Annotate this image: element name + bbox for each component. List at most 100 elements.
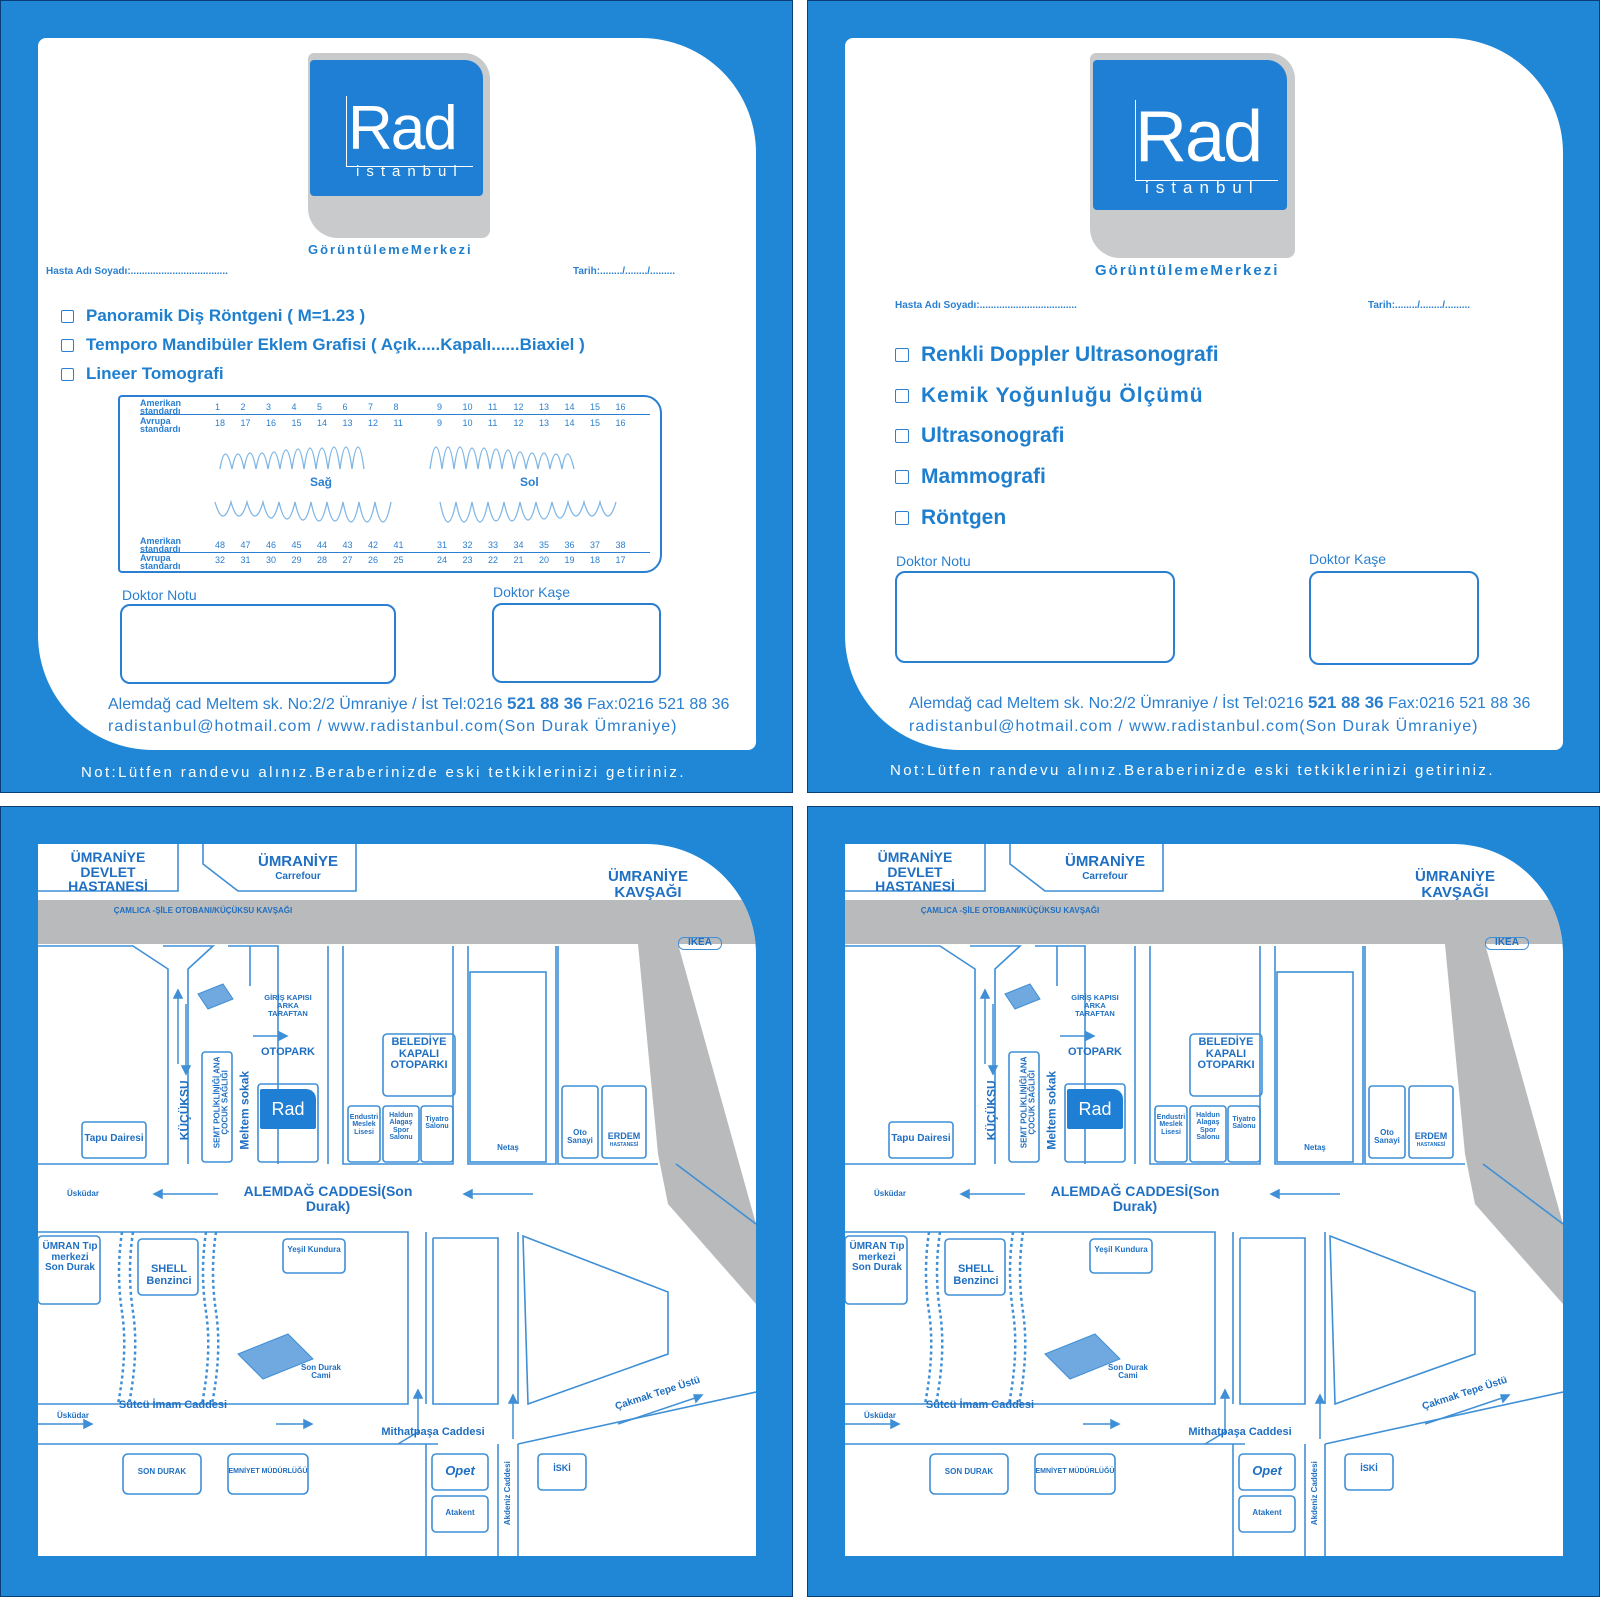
left-label: Sol — [520, 475, 539, 489]
akdeniz-caddesi: Akdeniz Caddesi — [1309, 1461, 1319, 1526]
umraniye-devlet-hastanesi: ÜMRANİYE DEVLET HASTANESİ — [68, 849, 148, 895]
american-label-top: Amerikan standardı — [140, 398, 182, 416]
tooth-number: 29 — [291, 555, 302, 565]
doctor-stamp-box[interactable] — [492, 603, 661, 683]
tooth-number: 10 — [462, 402, 473, 412]
logo-frame-lines — [346, 96, 473, 167]
card: Rad istanbul GörüntülemeMerkezi Hasta Ad… — [38, 38, 756, 750]
tooth-number: 17 — [240, 418, 251, 428]
atakent-label: Atakent — [445, 1508, 475, 1517]
checkbox[interactable] — [895, 511, 909, 526]
panel-map-right: ÜMRANİYE DEVLET HASTANESİ ÜMRANİYE Carre… — [807, 806, 1600, 1597]
exam-item[interactable]: Kemik Yoğunluğu Ölçümü — [895, 384, 1204, 408]
ikea-logo: IKEA — [678, 937, 722, 950]
oto-sanayi: Oto Sanayi — [567, 1128, 593, 1146]
exam-item[interactable]: Panoramik Diş Röntgeni ( M=1.23 ) — [61, 306, 365, 326]
sutcu-imam: Sütcü İmam Caddesi — [118, 1399, 228, 1411]
tiyatro-salonu: Tiyatro Salonu — [425, 1116, 449, 1131]
tooth-number: 13 — [539, 402, 550, 412]
tooth-number: 21 — [513, 555, 524, 565]
tapu-dairesi: Tapu Dairesi — [891, 1133, 951, 1144]
tooth-number: 14 — [564, 418, 575, 428]
giris-label: GİRİŞ KAPISI ARKA TARAFTAN — [1071, 993, 1119, 1018]
exam-item[interactable]: Mammografi — [895, 465, 1046, 489]
son-durak-cami: Son Durak Cami — [300, 1363, 341, 1381]
iski-label: İSKİ — [553, 1463, 571, 1473]
checkbox[interactable] — [61, 368, 74, 382]
date-field[interactable]: Tarih:......../......../......... — [573, 266, 676, 277]
doctor-stamp-label: Doktor Kaşe — [1309, 551, 1387, 567]
tooth-number: 17 — [615, 555, 626, 565]
carrefour-label: Carrefour — [275, 871, 321, 882]
exam-label: Lineer Tomografi — [86, 364, 224, 383]
doctor-note-box[interactable] — [895, 571, 1175, 663]
exam-item[interactable]: Röntgen — [895, 506, 1006, 530]
logo-subtitle: GörüntülemeMerkezi — [308, 242, 473, 257]
semt-poliklinigi: SEMT POLİKLİNİĞİ ANA ÇOCUK SAĞLIĞI — [1019, 1056, 1037, 1149]
footer-note: Not:Lütfen randevu alınız.Beraberinizde … — [890, 762, 1495, 779]
exam-item[interactable]: Renkli Doppler Ultrasonografi — [895, 343, 1219, 367]
checkbox[interactable] — [895, 389, 909, 404]
tooth-number: 20 — [539, 555, 550, 565]
checkbox[interactable] — [895, 470, 909, 485]
endustri-lisesi: Endustri Meslek Lisesi — [1156, 1114, 1186, 1136]
meltem-sokak: Meltem sokak — [237, 1070, 252, 1150]
tooth-number: 43 — [342, 540, 353, 550]
exam-item[interactable]: Temporo Mandibüler Eklem Grafisi ( Açık.… — [61, 335, 585, 355]
endustri-lisesi: Endustri Meslek Lisesi — [349, 1114, 379, 1136]
kucuksu-label: KÜÇÜKSU — [177, 1080, 192, 1141]
rad-map-logo: Rad — [1067, 1089, 1123, 1129]
tooth-number: 16 — [266, 418, 277, 428]
exam-item[interactable]: Ultrasonografi — [895, 424, 1065, 448]
rad-map-logo: Rad — [260, 1089, 316, 1129]
panel-teeth-form: Rad istanbul GörüntülemeMerkezi Hasta Ad… — [0, 0, 793, 793]
exam-label: Temporo Mandibüler Eklem Grafisi ( Açık.… — [86, 335, 585, 354]
son-durak-box: SON DURAK — [137, 1467, 187, 1476]
atakent-label: Atakent — [1252, 1508, 1282, 1517]
doctor-stamp-box[interactable] — [1309, 571, 1479, 665]
tooth-number: 46 — [266, 540, 277, 550]
tooth-number: 32 — [215, 555, 226, 565]
umraniye-kavsagi: ÜMRANİYE KAVŞAĞI — [1415, 868, 1496, 901]
doctor-note-box[interactable] — [120, 604, 396, 684]
checkbox[interactable] — [895, 429, 909, 444]
map-card: ÜMRANİYE DEVLET HASTANESİ ÜMRANİYE Carre… — [845, 844, 1563, 1556]
tooth-number: 26 — [368, 555, 379, 565]
highway-road — [38, 900, 756, 944]
erdem-sub: HASTANESİ — [609, 1142, 639, 1148]
alemdag-caddesi: ALEMDAĞ CADDESİ(Son Durak) — [1050, 1183, 1220, 1214]
patient-name-field[interactable]: Hasta Adı Soyadı:.......................… — [895, 300, 1077, 311]
shell-benzinci: SHELL Benzinci — [953, 1263, 999, 1287]
logo-subtitle: GörüntülemeMerkezi — [1095, 262, 1280, 279]
logo-istanbul: istanbul — [1145, 178, 1260, 197]
tooth-number: 27 — [342, 555, 353, 565]
panel-map-left: ÜMRANİYE DEVLET HASTANESİ ÜMRANİYE Carre… — [0, 806, 793, 1597]
uskudar-bottom: Üsküdar — [56, 1411, 89, 1420]
exam-item[interactable]: Lineer Tomografi — [61, 364, 224, 384]
tooth-number: 38 — [615, 540, 626, 550]
erdem-hastanesi: ERDEM — [607, 1131, 641, 1141]
carrefour-label: Carrefour — [1082, 871, 1128, 882]
oto-sanayi: Oto Sanayi — [1374, 1128, 1400, 1146]
checkbox[interactable] — [61, 310, 74, 324]
fax-text: Fax:0216 521 88 36 — [582, 696, 730, 713]
tooth-number: 35 — [539, 540, 550, 550]
checkbox[interactable] — [61, 339, 74, 353]
checkbox[interactable] — [895, 348, 909, 363]
patient-name-field[interactable]: Hasta Adı Soyadı:.......................… — [46, 266, 228, 277]
doctor-note-label: Doktor Notu — [896, 553, 971, 569]
umran-tip: ÜMRAN Tıp merkezi Son Durak — [849, 1241, 905, 1273]
american-label-bottom: Amerikan standardı — [140, 536, 182, 554]
son-durak-cami: Son Durak Cami — [1107, 1363, 1148, 1381]
uskudar-top: Üsküdar — [873, 1189, 906, 1198]
tapu-dairesi: Tapu Dairesi — [84, 1133, 144, 1144]
address-line1: Alemdağ cad Meltem sk. No:2/2 Ümraniye /… — [108, 694, 729, 714]
address-text: Alemdağ cad Meltem sk. No:2/2 Ümraniye /… — [108, 696, 507, 713]
card: Rad istanbul GörüntülemeMerkezi Hasta Ad… — [845, 38, 1563, 750]
doctor-note-label: Doktor Notu — [122, 587, 197, 603]
date-field[interactable]: Tarih:......../......../......... — [1368, 300, 1471, 311]
netas-label: Netaş — [1304, 1143, 1326, 1152]
tooth-number: 6 — [342, 402, 348, 412]
umraniye-label: ÜMRANİYE — [1064, 853, 1145, 870]
fax-text: Fax:0216 521 88 36 — [1383, 695, 1531, 712]
